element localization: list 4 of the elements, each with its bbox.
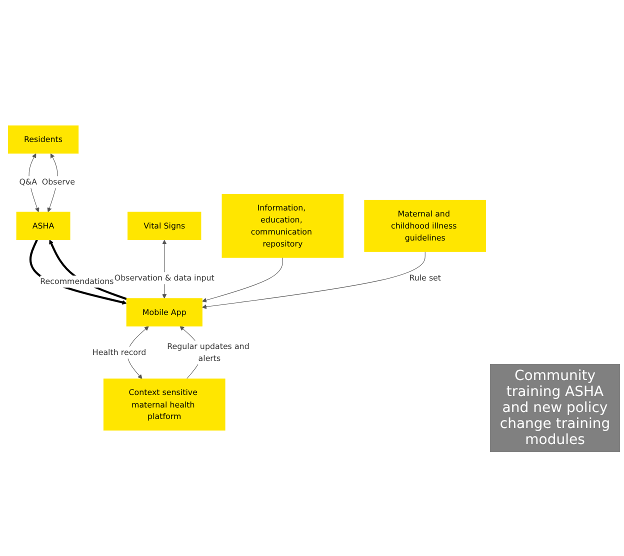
arrow (202, 257, 283, 302)
note-label: Community training ASHA and new policy change training modules (490, 364, 620, 452)
arrow (202, 251, 426, 310)
arrow (28, 153, 40, 212)
